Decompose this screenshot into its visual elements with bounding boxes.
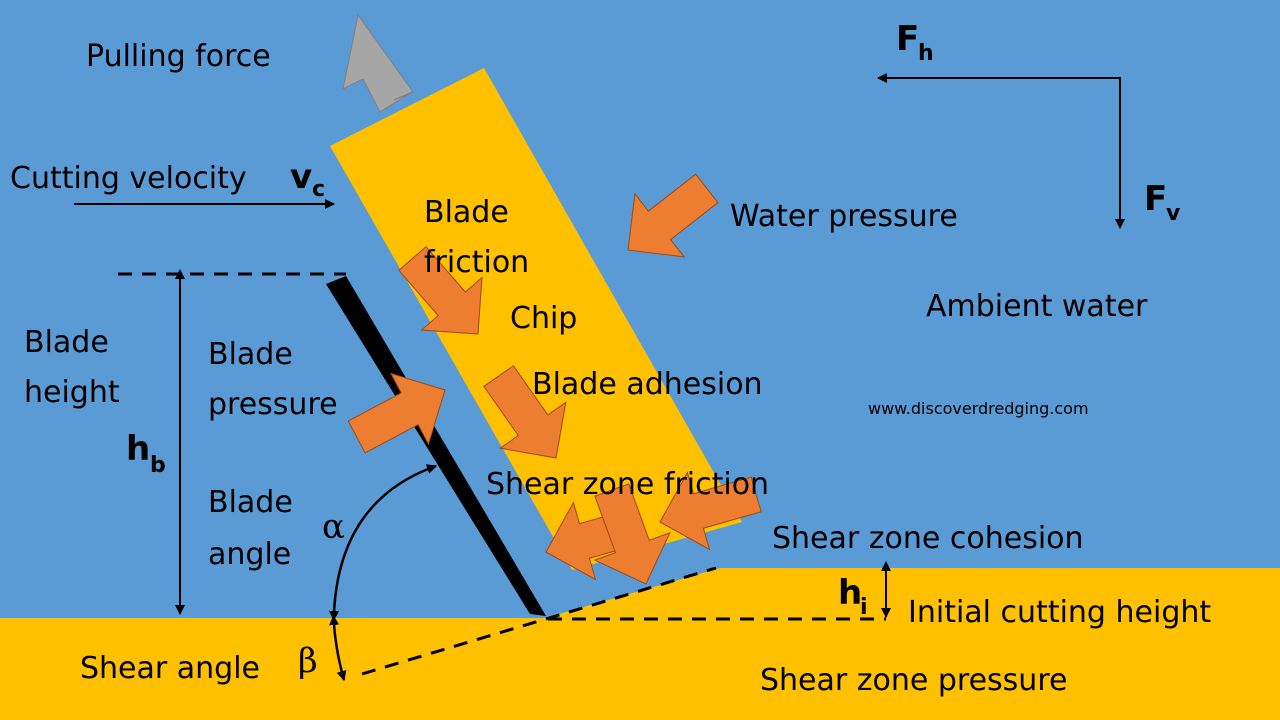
pulling-force-arrow: [342, 13, 414, 113]
blade-friction-label-line1: Blade: [424, 195, 509, 230]
blade-height-label-line2: height: [24, 375, 120, 410]
shear-zone-friction-label: Shear zone friction: [486, 467, 769, 502]
chip-label: Chip: [510, 301, 577, 336]
fh-subscript: h: [918, 41, 934, 66]
beta-symbol: β: [298, 641, 318, 681]
blade-friction-arrow: [398, 246, 483, 335]
pulling-force-label: Pulling force: [86, 39, 271, 74]
shear-zone-cohesion-label: Shear zone cohesion: [772, 521, 1084, 556]
blade-pressure-label-line1: Blade: [208, 337, 293, 372]
blade-angle-label-line2: angle: [208, 537, 291, 572]
hb-subscript: b: [150, 453, 166, 478]
vc-symbol: v: [290, 157, 312, 197]
blade-angle-label-line1: Blade: [208, 485, 293, 520]
fh-symbol: F: [896, 19, 919, 59]
shear-angle-label: Shear angle: [80, 651, 260, 686]
chip-body: [330, 68, 742, 570]
blade-adhesion-label: Blade adhesion: [532, 367, 763, 402]
initial-cutting-height-label: Initial cutting height: [908, 595, 1211, 630]
fv-symbol: F: [1144, 179, 1167, 219]
ambient-water-label: Ambient water: [926, 289, 1148, 324]
hb-symbol: h: [126, 429, 150, 469]
blade-pressure-arrow: [347, 372, 446, 454]
blade-adhesion-arrow: [483, 365, 567, 459]
hi-subscript: i: [860, 595, 868, 620]
blade: [326, 276, 546, 616]
website-label: www.discoverdredging.com: [868, 399, 1089, 418]
shear-angle-arc: [329, 615, 347, 681]
hi-symbol: h: [838, 573, 862, 613]
shear-zone-pressure-label: Shear zone pressure: [760, 663, 1067, 698]
water-pressure-arrow: [627, 173, 719, 258]
shear-zone-pressure-arrow: [593, 483, 671, 585]
blade-pressure-label-line2: pressure: [208, 387, 338, 422]
cutting-velocity-label: Cutting velocity: [10, 161, 247, 196]
water-pressure-label: Water pressure: [730, 199, 958, 234]
blade-angle-arc: [329, 464, 437, 621]
fv-subscript: v: [1166, 201, 1181, 226]
shear-zone-cohesion-arrow: [659, 471, 762, 551]
soil-layer: [0, 568, 1280, 720]
shear-plane-dashed-line: [361, 566, 717, 676]
alpha-symbol: α: [322, 507, 345, 547]
blade-height-label-line1: Blade: [24, 325, 109, 360]
vc-subscript: c: [312, 177, 325, 202]
blade-friction-label-line2: friction: [424, 245, 529, 280]
